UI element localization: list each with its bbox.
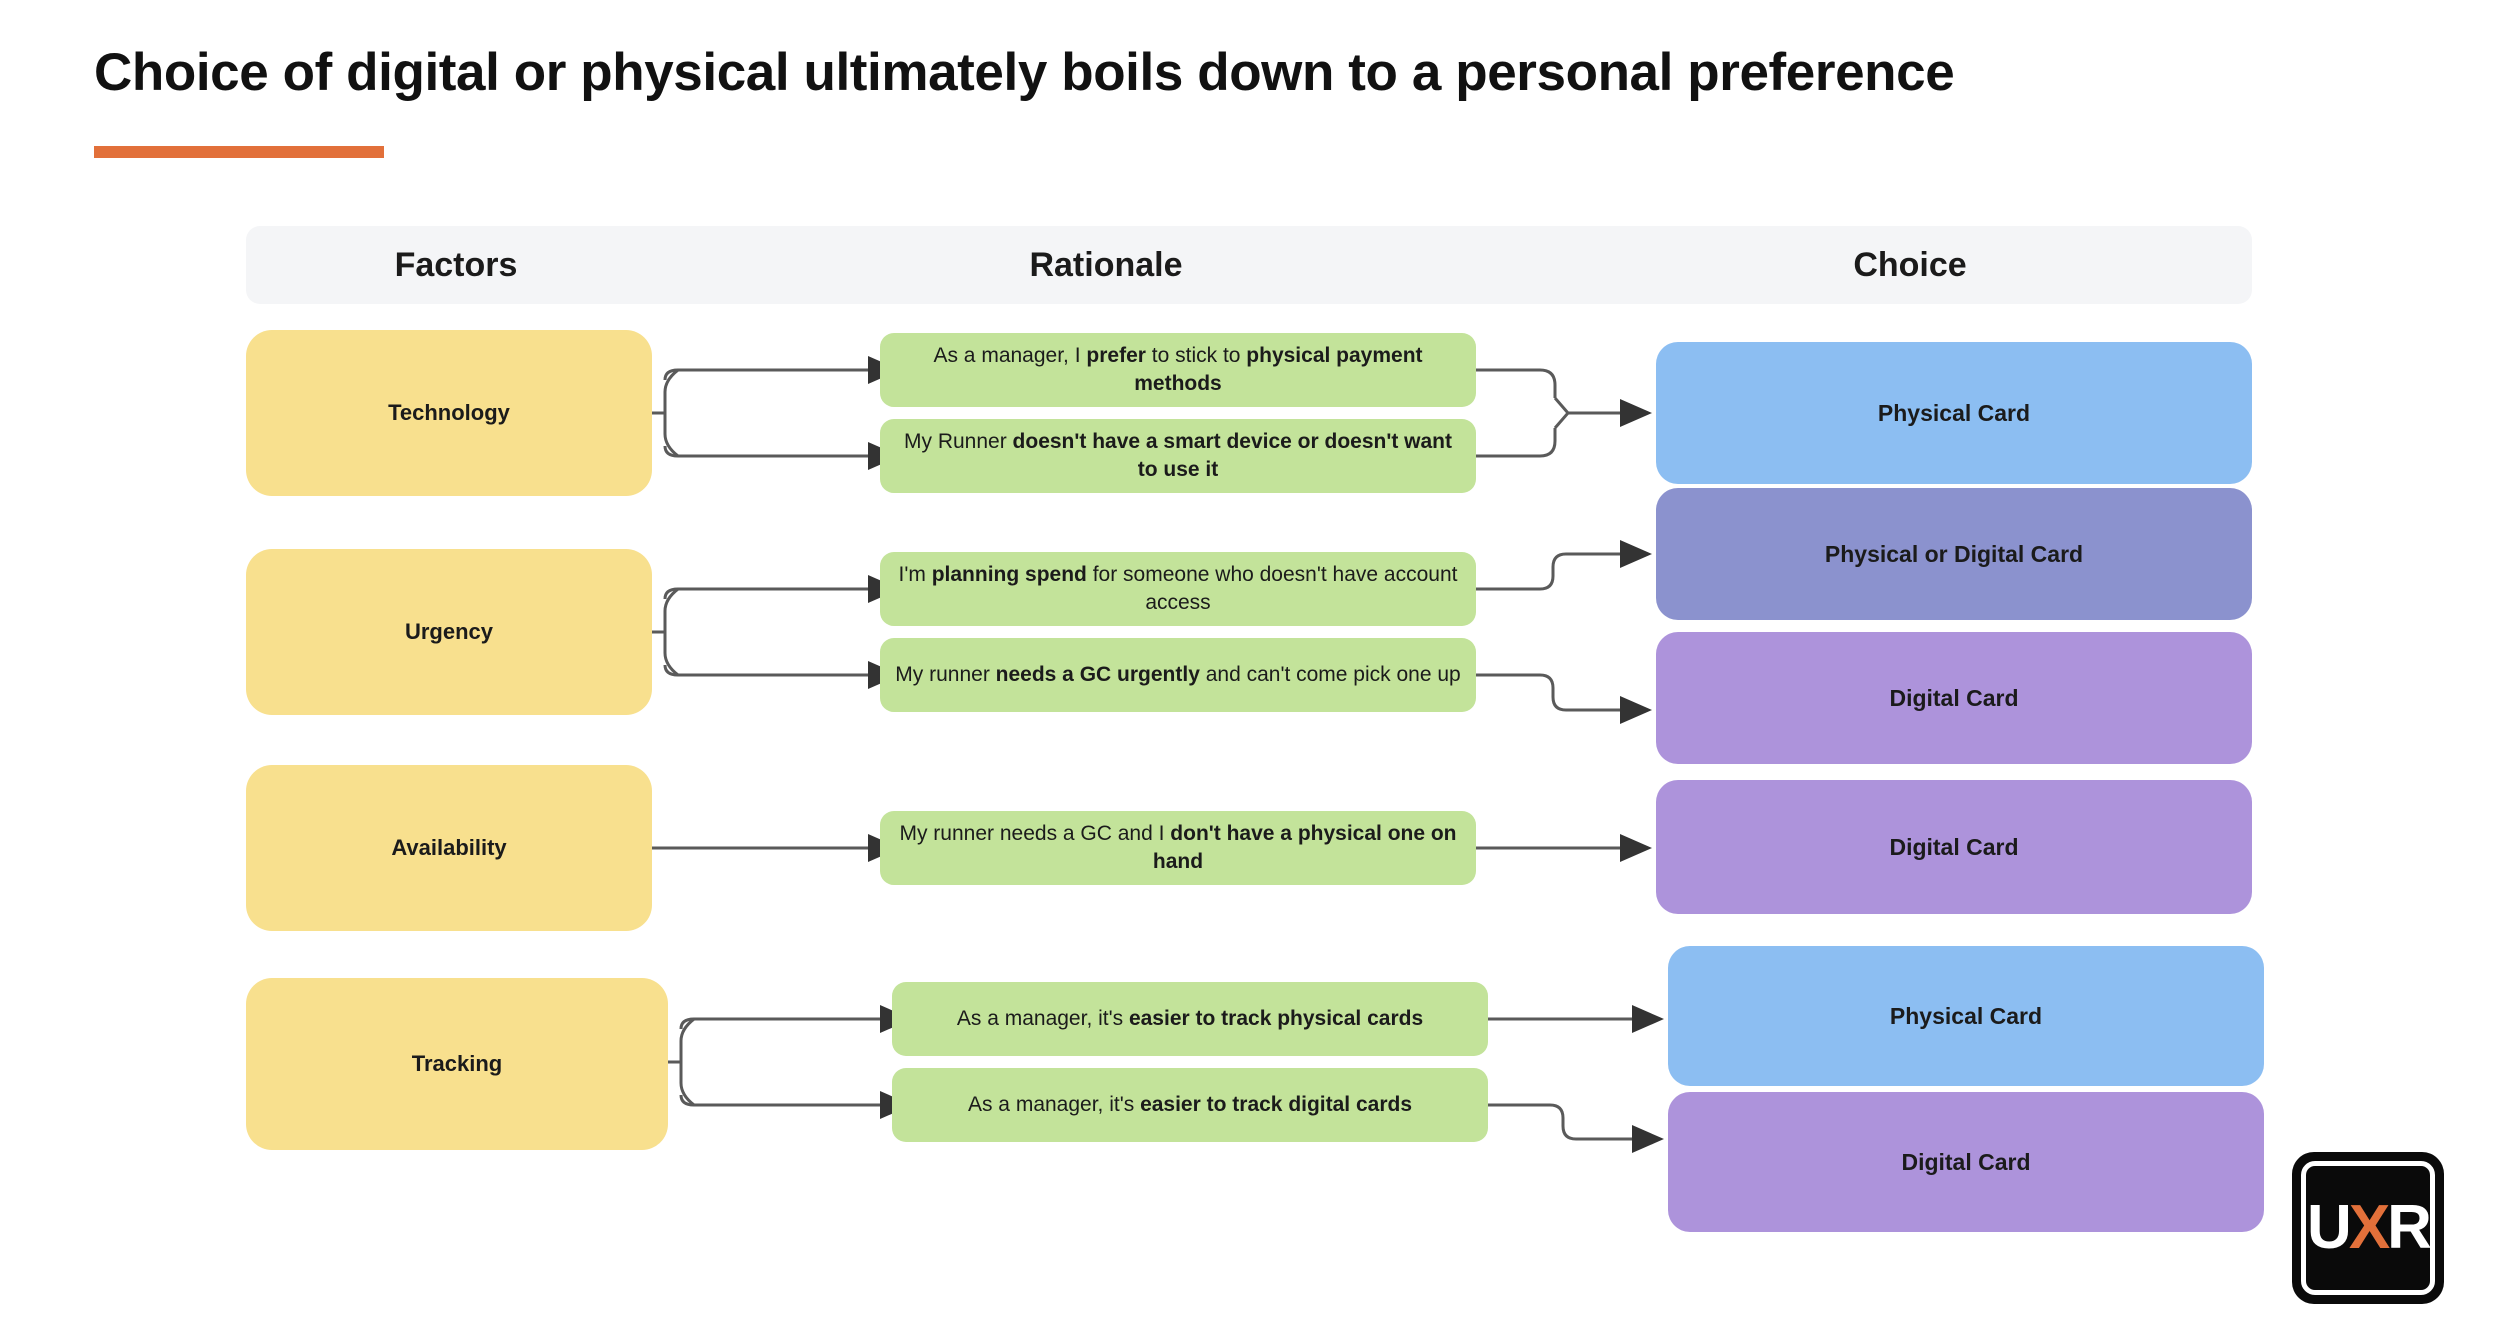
logo-letter-u: U [2307,1193,2352,1262]
table-header-bar [246,226,2252,304]
rationale-box[interactable]: I'm planning spend for someone who doesn… [880,552,1476,626]
rationale-box[interactable]: My runner needs a GC and I don't have a … [880,811,1476,885]
choice-label: Digital Card [1901,1148,2031,1175]
arrow-icon [1620,399,1652,427]
uxr-logo: UXR [2292,1152,2444,1304]
uxr-logo-text: UXR [2307,1197,2432,1259]
rationale-text: My runner needs a GC and I don't have a … [899,821,1457,873]
factor-box-urgency[interactable]: Urgency [246,549,652,715]
choice-label: Physical Card [1889,1002,2043,1029]
arrow-icon [1620,696,1652,724]
choice-box-physical-card[interactable]: Physical Card [1656,342,2252,484]
choice-label: Physical or Digital Card [1824,540,2084,567]
factor-box-availability[interactable]: Availability [246,765,652,931]
choice-box-digital-card[interactable]: Digital Card [1656,780,2252,914]
rationale-text: As a manager, it's easier to track digit… [967,1092,1413,1116]
choice-box-digital-card[interactable]: Digital Card [1668,1092,2264,1232]
logo-letter-x: X [2348,1193,2390,1262]
choice-box-physical-or-digital-card[interactable]: Physical or Digital Card [1656,488,2252,620]
factor-label: Urgency [404,619,494,644]
arrow-icon [1620,540,1652,568]
rationale-box[interactable]: As a manager, it's easier to track digit… [892,1068,1488,1142]
arrow-icon [1620,834,1652,862]
column-header-choice: Choice [1853,246,1967,284]
choice-box-physical-card[interactable]: Physical Card [1668,946,2264,1086]
rationale-box[interactable]: As a manager, it's easier to track physi… [892,982,1488,1056]
column-header-factors: Factors [394,246,518,284]
logo-letter-r: R [2387,1193,2432,1262]
choice-label: Physical Card [1877,399,2031,426]
factor-box-tracking[interactable]: Tracking [246,978,668,1150]
rationale-text: I'm planning spend for someone who doesn… [898,562,1458,614]
column-header-rationale: Rationale [1029,246,1183,284]
title-accent-underline [94,146,384,158]
uxr-logo-inner: UXR [2301,1161,2435,1295]
factor-label: Availability [391,835,507,860]
page-title: Choice of digital or physical ultimately… [94,43,1955,102]
rationale-box[interactable]: My Runner doesn't have a smart device or… [880,419,1476,493]
rationale-text: As a manager, I prefer to stick to physi… [933,343,1423,395]
choice-label: Digital Card [1889,684,2019,711]
factor-label: Technology [388,400,510,425]
factor-box-technology[interactable]: Technology [246,330,652,496]
rationale-text: My Runner doesn't have a smart device or… [904,429,1452,481]
rationale-box[interactable]: My runner needs a GC urgently and can't … [880,638,1476,712]
choice-label: Digital Card [1889,833,2019,860]
rationale-text: As a manager, it's easier to track physi… [956,1006,1424,1030]
factor-label: Tracking [411,1051,503,1076]
choice-box-digital-card[interactable]: Digital Card [1656,632,2252,764]
arrow-icon [1632,1005,1664,1033]
arrow-icon [1632,1125,1664,1153]
rationale-text: My runner needs a GC urgently and can't … [895,662,1461,686]
rationale-box[interactable]: As a manager, I prefer to stick to physi… [880,333,1476,407]
